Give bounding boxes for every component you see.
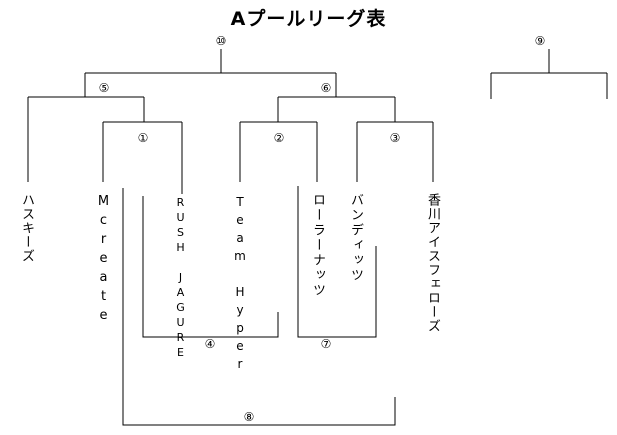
bracket-m5 — [27, 96, 145, 182]
bracket-m9 — [490, 49, 608, 99]
team-name: Team Hyper — [233, 195, 247, 375]
team-name: ハスキーズ — [19, 193, 34, 263]
match-number-8: ⑧ — [243, 410, 255, 424]
bracket-m8 — [122, 188, 396, 426]
match-number-3: ③ — [389, 131, 401, 145]
match-number-2: ② — [273, 131, 285, 145]
match-number-5: ⑤ — [98, 81, 110, 95]
match-number-9: ⑨ — [534, 34, 546, 48]
match-number-1: ① — [137, 131, 149, 145]
bracket-m1 — [102, 121, 183, 194]
bracket-m2 — [239, 121, 318, 182]
team-name: バンディッツ — [348, 193, 363, 283]
page-title: Aプールリーグ表 — [230, 8, 387, 30]
bracket-m4 — [142, 196, 279, 338]
team-name: Mcreate — [96, 194, 111, 327]
team-name: ローラーナッツ — [310, 193, 325, 298]
bracket-m3 — [356, 121, 434, 182]
bracket-m7 — [297, 186, 377, 338]
match-number-6: ⑥ — [320, 81, 332, 95]
team-name: RUSH JAGURE — [174, 196, 187, 361]
bracket-final — [84, 49, 337, 97]
match-number-10: ⑩ — [215, 34, 227, 48]
match-number-7: ⑦ — [320, 337, 332, 351]
bracket-m6 — [277, 96, 396, 122]
match-number-4: ④ — [204, 337, 216, 351]
team-name: 香川アイスフェローズ — [425, 193, 440, 333]
